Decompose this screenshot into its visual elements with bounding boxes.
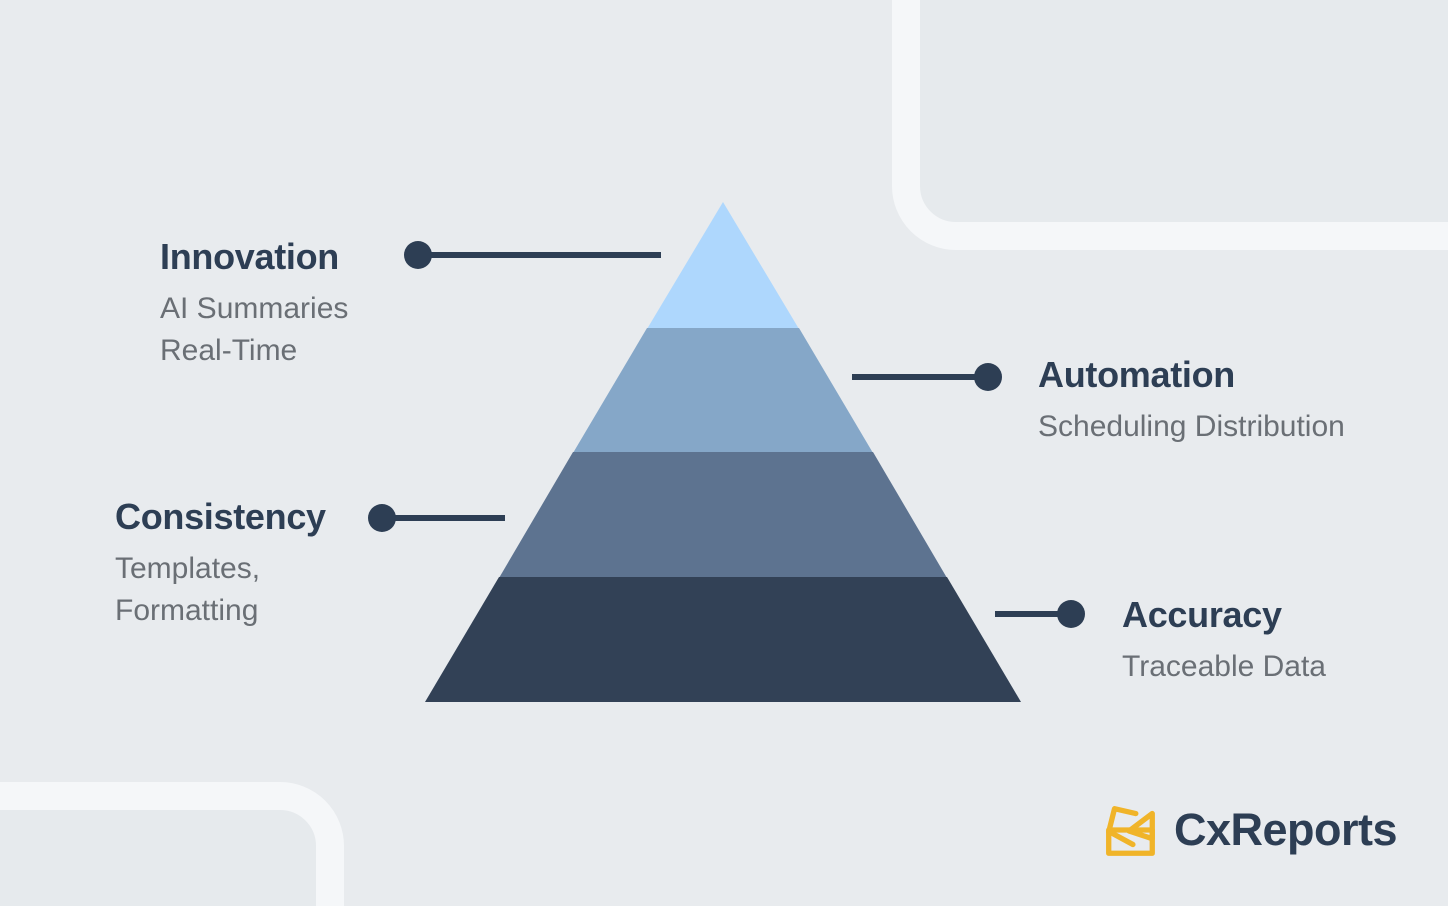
pyramid-tier-3-consistency xyxy=(499,452,947,578)
callout-consistency: Consistency Templates, Formatting xyxy=(115,498,326,632)
subtitle-line: Templates, xyxy=(115,552,261,585)
connector-dot-automation xyxy=(974,363,1002,391)
envelope-report-icon xyxy=(1106,806,1155,856)
connector-dot-innovation xyxy=(404,241,432,269)
pyramid-tier-1-innovation xyxy=(647,202,799,329)
level-title-consistency: Consistency xyxy=(115,496,326,537)
level-title-accuracy: Accuracy xyxy=(1122,594,1282,635)
subtitle-line: Real-Time xyxy=(160,334,298,367)
level-subtitle-innovation: AI Summaries Real-Time xyxy=(160,288,348,372)
callout-innovation: Innovation AI Summaries Real-Time xyxy=(160,238,348,372)
subtitle-line: AI Summaries xyxy=(160,292,349,325)
connector-dot-consistency xyxy=(368,504,396,532)
level-title-innovation: Innovation xyxy=(160,236,339,277)
level-subtitle-consistency: Templates, Formatting xyxy=(115,548,326,632)
pyramid-tier-2-automation xyxy=(573,328,873,453)
subtitle-line: Scheduling Distribution xyxy=(1038,410,1345,443)
connector-dot-accuracy xyxy=(1057,600,1085,628)
pyramid-tier-4-accuracy xyxy=(425,577,1021,702)
subtitle-line: Formatting xyxy=(115,594,259,627)
level-subtitle-automation: Scheduling Distribution xyxy=(1038,406,1345,448)
cxreports-logo: CxReports xyxy=(1100,800,1398,860)
level-subtitle-accuracy: Traceable Data xyxy=(1122,646,1326,688)
callout-automation: Automation Scheduling Distribution xyxy=(1038,356,1345,448)
decorative-rounded-rect-bottom-left xyxy=(0,782,344,906)
subtitle-line: Traceable Data xyxy=(1122,650,1326,683)
level-title-automation: Automation xyxy=(1038,354,1235,395)
decorative-rounded-rect-top-right xyxy=(892,0,1448,250)
logo-wordmark: CxReports xyxy=(1174,804,1398,855)
callout-accuracy: Accuracy Traceable Data xyxy=(1122,596,1326,688)
